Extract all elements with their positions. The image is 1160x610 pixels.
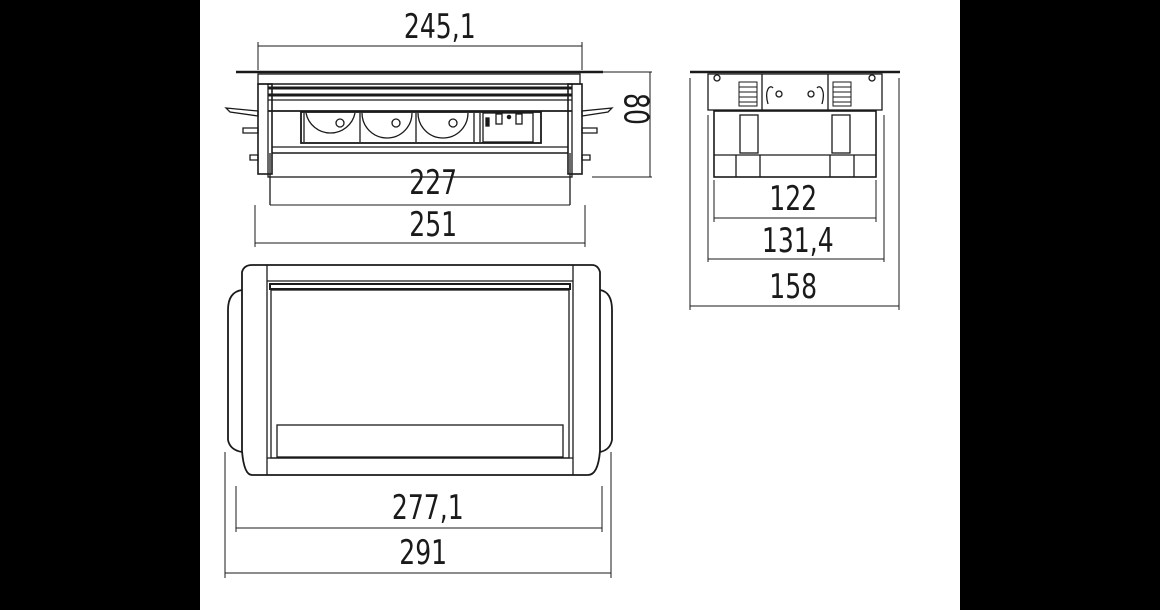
dim-flange-depth-label: 158 [769, 267, 818, 307]
side-view [689, 70, 900, 310]
dim-height-label: 80 [615, 93, 656, 125]
socket-1 [303, 112, 356, 142]
dim-outer-width-label: 251 [409, 205, 458, 245]
drawing-sheet: 245,1 80 227 251 122 131,4 158 277,1 291 [200, 0, 960, 610]
technical-drawing [224, 42, 900, 578]
top-view [224, 264, 613, 578]
dim-top-width-label: 245,1 [403, 7, 476, 47]
dim-frame-width-label: 277,1 [391, 488, 464, 528]
socket-2 [359, 112, 413, 142]
front-view [224, 42, 652, 247]
socket-3 [415, 112, 475, 142]
dim-body-depth-label: 122 [769, 179, 818, 219]
dim-flange-width-label: 291 [399, 533, 448, 573]
usb-data-module [479, 112, 534, 143]
dim-mid-depth-label: 131,4 [761, 221, 834, 261]
dim-inner-width-label: 227 [409, 163, 458, 203]
